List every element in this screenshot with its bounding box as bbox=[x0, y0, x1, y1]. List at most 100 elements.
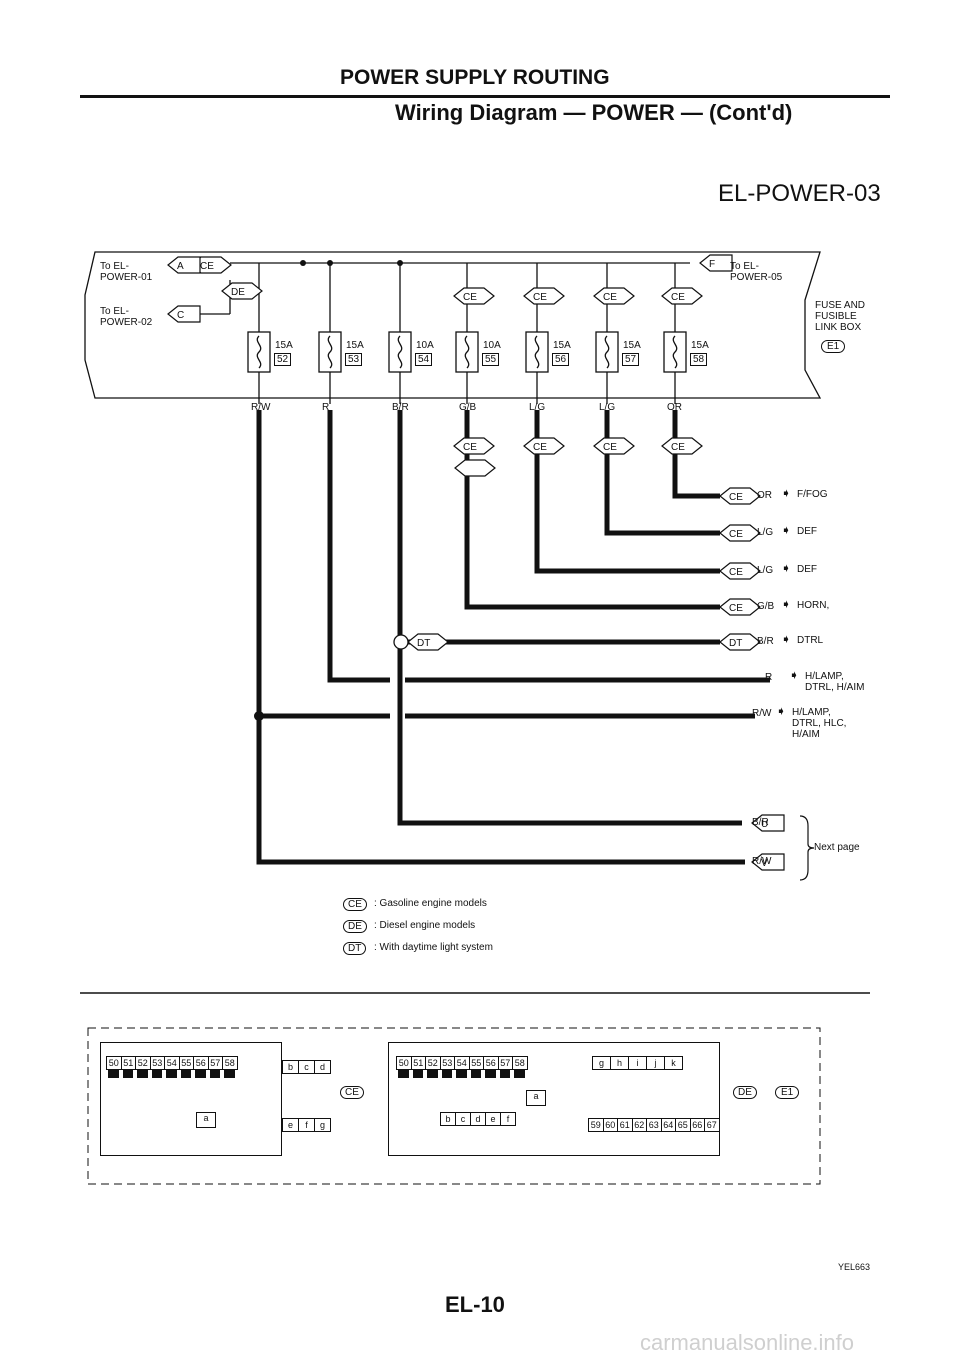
dt-marker: DT bbox=[407, 633, 449, 651]
pin-cell: 50 bbox=[106, 1056, 122, 1070]
svg-text:U: U bbox=[761, 819, 768, 830]
output-destination: H/LAMP, DTRL, HLC, H/AIM bbox=[792, 707, 847, 740]
pin-cell: a bbox=[526, 1090, 546, 1106]
ce-marker bbox=[454, 459, 496, 477]
pin-fill bbox=[514, 1070, 525, 1078]
pin-cell: g bbox=[314, 1118, 331, 1132]
to-power05-label: To EL- POWER-05 bbox=[730, 261, 783, 283]
svg-text:CE: CE bbox=[729, 567, 743, 578]
pin-fill bbox=[499, 1070, 510, 1078]
ce-marker-top: CE bbox=[190, 256, 232, 274]
svg-text:DT: DT bbox=[417, 638, 430, 649]
pin-cell: c bbox=[298, 1060, 315, 1074]
next-page-label: Next page bbox=[814, 842, 860, 853]
a-marker: A bbox=[167, 256, 201, 274]
title-rule bbox=[80, 95, 890, 98]
pin-cell: 62 bbox=[631, 1118, 647, 1132]
pin-cell: 56 bbox=[193, 1056, 209, 1070]
pin-cell: f bbox=[298, 1118, 315, 1132]
pin-cell: h bbox=[610, 1056, 629, 1070]
fuse-number: 54 bbox=[415, 353, 433, 366]
pin-cell: 60 bbox=[602, 1118, 618, 1132]
pin-fill bbox=[137, 1070, 148, 1078]
ce-marker-output: CE bbox=[719, 524, 761, 542]
fuse-box-code: E1 bbox=[821, 340, 846, 353]
fuse-rating: 15A bbox=[346, 340, 364, 351]
pin-cell: 63 bbox=[646, 1118, 662, 1132]
pin-cell: 57 bbox=[497, 1056, 513, 1070]
wire-r bbox=[327, 410, 390, 683]
svg-text:V: V bbox=[761, 858, 768, 869]
c-marker: C bbox=[167, 305, 201, 323]
connector-frame-left bbox=[100, 1042, 282, 1156]
pin-fill bbox=[224, 1070, 235, 1078]
fuse-wire-label: L/G bbox=[529, 402, 546, 413]
svg-text:DE: DE bbox=[231, 287, 245, 298]
pin-cell: j bbox=[646, 1056, 665, 1070]
svg-text:DT: DT bbox=[729, 638, 742, 649]
arrow-icon: ➧ bbox=[781, 561, 792, 575]
watermark: carmanualsonline.info bbox=[640, 1330, 855, 1355]
output-wire-label: B/R bbox=[752, 817, 769, 828]
ce-marker-wire: CE bbox=[453, 437, 495, 455]
pin-fill bbox=[456, 1070, 467, 1078]
fuse-wire-label: R bbox=[322, 402, 330, 413]
pin-fill bbox=[180, 1070, 191, 1078]
svg-text:CE: CE bbox=[533, 292, 547, 303]
pin-cell: 66 bbox=[689, 1118, 705, 1132]
pin-cell: 52 bbox=[425, 1056, 441, 1070]
fuse-rating: 15A bbox=[275, 340, 293, 351]
fuse-rating: 15A bbox=[691, 340, 709, 351]
pin-cell: b bbox=[440, 1112, 456, 1126]
output-wire-label: R/W bbox=[752, 708, 772, 719]
v-marker: V bbox=[751, 853, 785, 871]
legend-text: : Diesel engine models bbox=[374, 920, 476, 931]
pin-cell: 65 bbox=[675, 1118, 691, 1132]
ce-marker-fuse: CE bbox=[593, 287, 635, 305]
pin-cell: e bbox=[282, 1118, 299, 1132]
fuse-box-label: FUSE AND FUSIBLE LINK BOX bbox=[815, 300, 866, 333]
pin-cell: 54 bbox=[164, 1056, 180, 1070]
svg-text:CE: CE bbox=[729, 492, 743, 503]
output-destination: F/FOG bbox=[797, 489, 828, 500]
ce-marker-output: CE bbox=[719, 562, 761, 580]
ce-marker-fuse: CE bbox=[453, 287, 495, 305]
pin-cell: 58 bbox=[222, 1056, 238, 1070]
legend-code: DT bbox=[343, 942, 367, 955]
pin-cell: 53 bbox=[149, 1056, 165, 1070]
pin-cell: 54 bbox=[454, 1056, 470, 1070]
pin-cell: i bbox=[628, 1056, 647, 1070]
pin-cell: 50 bbox=[396, 1056, 412, 1070]
wire-lg1 bbox=[534, 410, 720, 574]
svg-text:CE: CE bbox=[603, 442, 617, 453]
svg-text:F: F bbox=[709, 259, 715, 270]
pin-cell: d bbox=[470, 1112, 486, 1126]
ce-marker-output: CE bbox=[719, 487, 761, 505]
fuse-number: 55 bbox=[482, 353, 500, 366]
output-wire-label: L/G bbox=[757, 527, 774, 538]
output-wire-label: B/R bbox=[757, 636, 774, 647]
dt-marker-output: DT bbox=[719, 633, 761, 651]
ce-marker-wire: CE bbox=[661, 437, 703, 455]
diagram-code: EL-POWER-03 bbox=[718, 180, 881, 207]
output-destination: DEF bbox=[797, 526, 817, 537]
fuse-rating: 15A bbox=[623, 340, 641, 351]
pin-fill bbox=[441, 1070, 452, 1078]
pin-cell: g bbox=[592, 1056, 611, 1070]
arrow-icon: ➧ bbox=[781, 486, 792, 500]
wire-br bbox=[397, 410, 742, 826]
ce-marker-wire: CE bbox=[593, 437, 635, 455]
output-wire-label: R/W bbox=[752, 856, 772, 867]
connector-frame-mid bbox=[388, 1042, 720, 1156]
pin-cell: 53 bbox=[439, 1056, 455, 1070]
pin-cell: e bbox=[485, 1112, 501, 1126]
output-destination: HORN, bbox=[797, 600, 830, 611]
output-destination: DEF bbox=[797, 564, 817, 575]
svg-text:CE: CE bbox=[671, 292, 685, 303]
arrow-icon: ➧ bbox=[781, 597, 792, 611]
fuse-rating: 15A bbox=[553, 340, 571, 351]
de-label: DE bbox=[733, 1086, 757, 1099]
pin-cell: 67 bbox=[704, 1118, 720, 1132]
u-marker: U bbox=[751, 814, 785, 832]
fuse-number: 56 bbox=[552, 353, 570, 366]
